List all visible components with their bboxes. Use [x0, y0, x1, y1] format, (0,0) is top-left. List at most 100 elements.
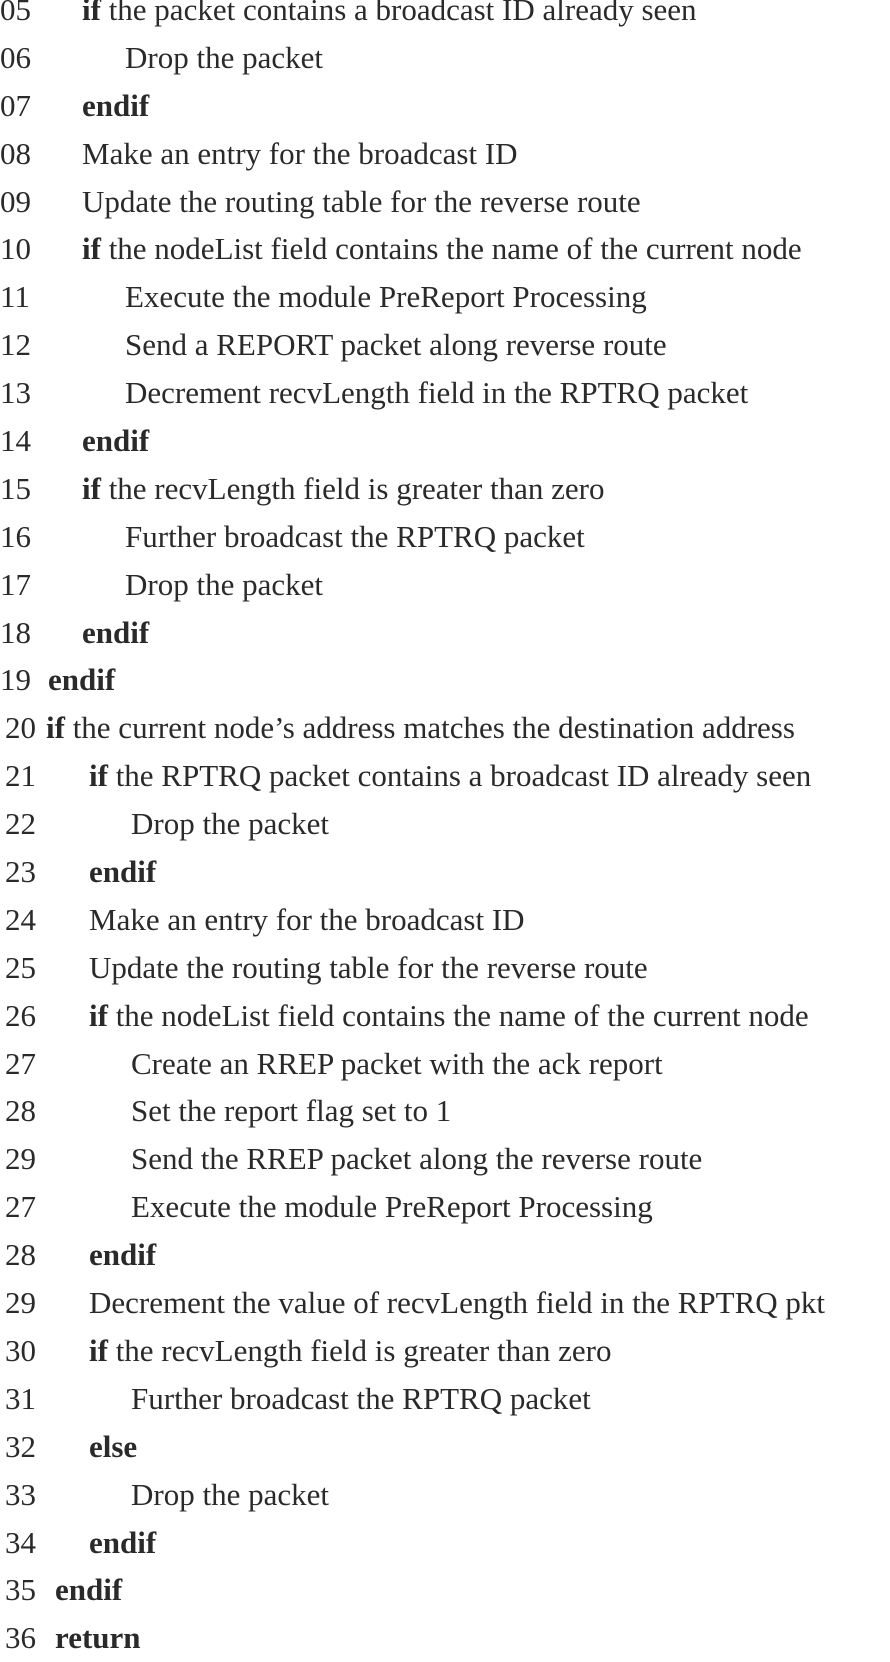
line-number: 14	[0, 423, 31, 459]
line-number: 22	[5, 806, 36, 842]
line-number: 36	[5, 1620, 36, 1656]
statement: Execute the module PreReport Processing	[131, 1189, 653, 1225]
line-number: 11	[0, 279, 30, 315]
line-text: endif	[82, 417, 149, 465]
keyword: if	[82, 0, 101, 27]
line-text: Drop the packet	[131, 800, 329, 848]
line-number: 26	[5, 997, 36, 1033]
line-text: Decrement recvLength field in the RPTRQ …	[125, 369, 748, 417]
code-line: 22 Drop the packet	[0, 800, 890, 848]
statement: Execute the module PreReport Processing	[125, 279, 647, 315]
line-number: 24	[5, 901, 36, 937]
line-text: if the nodeList field contains the name …	[82, 225, 802, 273]
code-line: 11 Execute the module PreReport Processi…	[0, 273, 890, 321]
line-text: Send a REPORT packet along reverse route	[125, 321, 667, 369]
line-text: if the RPTRQ packet contains a broadcast…	[89, 752, 811, 800]
keyword: endif	[55, 1572, 123, 1608]
statement: the current node’s address matches the d…	[64, 710, 795, 746]
line-text: Further broadcast the RPTRQ packet	[125, 513, 585, 561]
keyword: if	[82, 470, 101, 506]
line-text: if the nodeList field contains the name …	[89, 992, 809, 1040]
code-line: 21 if the RPTRQ packet contains a broadc…	[0, 752, 890, 800]
code-line: 13 Decrement recvLength field in the RPT…	[0, 369, 890, 417]
keyword: endif	[89, 1237, 157, 1273]
line-number: 23	[5, 854, 36, 890]
code-line: 26 if the nodeList field contains the na…	[0, 992, 890, 1040]
keyword: endif	[89, 854, 157, 890]
line-number: 30	[5, 1332, 36, 1368]
code-line: 31 Further broadcast the RPTRQ packet	[0, 1375, 890, 1423]
line-text: endif	[55, 1566, 122, 1614]
code-line: 10 if the nodeList field contains the na…	[0, 225, 890, 273]
code-line: 18 endif	[0, 609, 890, 657]
statement: the recvLength field is greater than zer…	[100, 470, 605, 506]
code-line: 20 if the current node’s address matches…	[0, 704, 890, 752]
keyword: if	[89, 758, 108, 794]
statement: Create an RREP packet with the ack repor…	[131, 1045, 663, 1081]
line-number: 19	[0, 662, 31, 698]
line-text: Execute the module PreReport Processing	[131, 1183, 653, 1231]
line-text: Update the routing table for the reverse…	[89, 944, 648, 992]
line-text: if the packet contains a broadcast ID al…	[82, 0, 697, 34]
statement: the recvLength field is greater than zer…	[107, 1332, 612, 1368]
code-line: 29 Send the RREP packet along the revers…	[0, 1135, 890, 1183]
statement: Decrement the value of recvLength field …	[89, 1285, 826, 1321]
line-text: endif	[82, 82, 149, 130]
code-line: 19 endif	[0, 656, 890, 704]
code-line: 35 endif	[0, 1566, 890, 1614]
line-text: Create an RREP packet with the ack repor…	[131, 1040, 663, 1088]
statement: Further broadcast the RPTRQ packet	[131, 1380, 591, 1416]
line-text: Update the routing table for the reverse…	[82, 178, 641, 226]
line-text: else	[89, 1423, 137, 1471]
keyword: endif	[82, 423, 150, 459]
code-line: 17 Drop the packet	[0, 561, 890, 609]
line-text: endif	[89, 1231, 156, 1279]
line-number: 18	[0, 614, 31, 650]
line-number: 27	[5, 1045, 36, 1081]
line-text: Further broadcast the RPTRQ packet	[131, 1375, 591, 1423]
statement: Update the routing table for the reverse…	[82, 183, 641, 219]
statement: the nodeList field contains the name of …	[100, 231, 802, 267]
statement: the RPTRQ packet contains a broadcast ID…	[107, 758, 812, 794]
code-line: 07 endif	[0, 82, 890, 130]
code-line: 34 endif	[0, 1519, 890, 1567]
line-text: endif	[48, 656, 115, 704]
keyword: else	[89, 1428, 138, 1464]
line-text: Send the RREP packet along the reverse r…	[131, 1135, 702, 1183]
code-line: 14 endif	[0, 417, 890, 465]
code-line: 28 Set the report flag set to 1	[0, 1087, 890, 1135]
line-number: 27	[5, 1189, 36, 1225]
statement: Drop the packet	[125, 39, 323, 75]
line-text: Make an entry for the broadcast ID	[82, 130, 518, 178]
keyword: if	[82, 231, 101, 267]
line-text: Execute the module PreReport Processing	[125, 273, 647, 321]
line-number: 17	[0, 566, 31, 602]
code-line: 36 return	[0, 1614, 890, 1662]
line-number: 31	[5, 1380, 36, 1416]
line-number: 15	[0, 470, 31, 506]
code-line: 09 Update the routing table for the reve…	[0, 178, 890, 226]
statement: the packet contains a broadcast ID alrea…	[100, 0, 697, 27]
line-number: 10	[0, 231, 31, 267]
line-text: if the recvLength field is greater than …	[82, 465, 604, 513]
code-line: 05 if the packet contains a broadcast ID…	[0, 0, 890, 34]
statement: Drop the packet	[125, 566, 323, 602]
keyword: if	[89, 1332, 108, 1368]
code-line: 32 else	[0, 1423, 890, 1471]
line-text: return	[55, 1614, 141, 1662]
code-line: 28 endif	[0, 1231, 890, 1279]
statement: Make an entry for the broadcast ID	[82, 135, 518, 171]
code-line: 16 Further broadcast the RPTRQ packet	[0, 513, 890, 561]
line-text: Drop the packet	[131, 1471, 329, 1519]
line-number: 34	[5, 1524, 36, 1560]
statement: Set the report flag set to 1	[131, 1093, 452, 1129]
statement: Send the RREP packet along the reverse r…	[131, 1141, 703, 1177]
code-line: 30 if the recvLength field is greater th…	[0, 1327, 890, 1375]
line-number: 29	[5, 1141, 36, 1177]
code-line: 33 Drop the packet	[0, 1471, 890, 1519]
code-line: 29 Decrement the value of recvLength fie…	[0, 1279, 890, 1327]
statement: Further broadcast the RPTRQ packet	[125, 518, 585, 554]
keyword: endif	[82, 614, 150, 650]
statement: Drop the packet	[131, 1476, 329, 1512]
